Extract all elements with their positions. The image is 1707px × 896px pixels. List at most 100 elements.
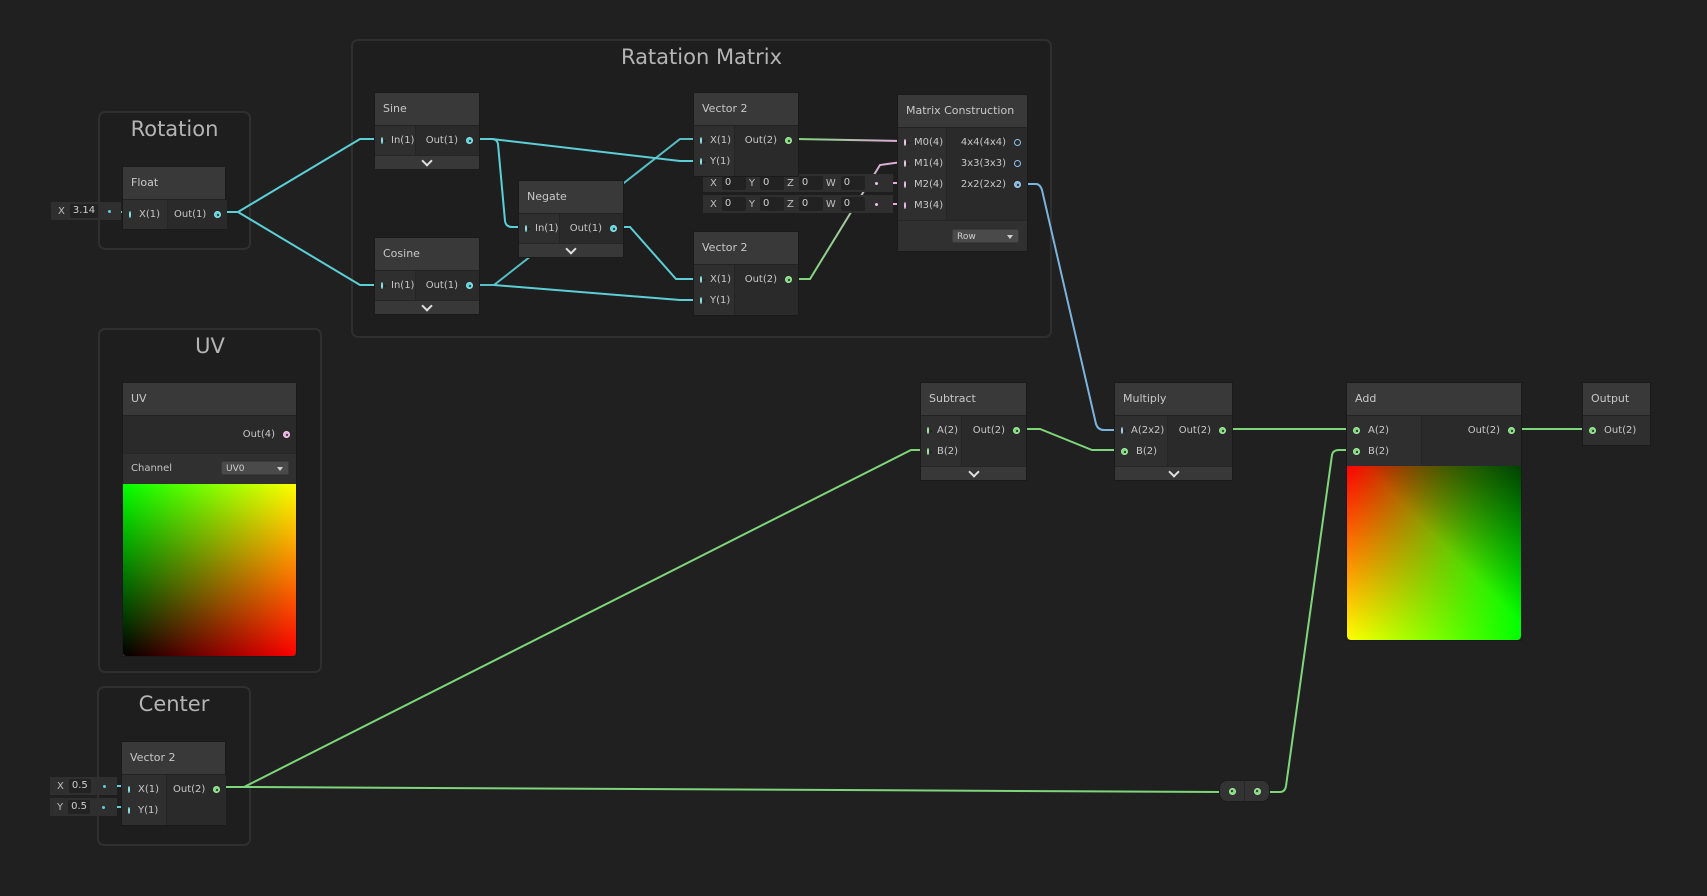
port-out[interactable]: Out(2) bbox=[735, 269, 798, 290]
port-out[interactable]: Out(2) bbox=[1422, 420, 1521, 441]
port-out[interactable]: Out(2) bbox=[735, 130, 798, 151]
port-label: In(1) bbox=[391, 135, 415, 146]
port-dot-icon bbox=[102, 784, 106, 788]
port-label: X(1) bbox=[138, 784, 160, 795]
field-value[interactable]: 3.14 bbox=[69, 204, 99, 218]
node-title: Vector 2 bbox=[694, 93, 798, 126]
port-label: Out(1) bbox=[425, 280, 458, 291]
port-m1-in[interactable]: M1(4) bbox=[898, 153, 946, 174]
port-a-in[interactable]: A(2) bbox=[921, 420, 961, 441]
node-float[interactable]: Float X(1) Out(1) bbox=[123, 167, 228, 229]
port-2x2-out[interactable]: 2x2(2x2) bbox=[947, 174, 1027, 195]
port-x-in[interactable]: X(1) bbox=[694, 269, 734, 290]
port-b-in[interactable]: B(2) bbox=[921, 441, 961, 462]
node-add[interactable]: Add A(2) B(2) Out(2) bbox=[1347, 383, 1521, 640]
redirect-out-icon[interactable] bbox=[1253, 787, 1261, 795]
port-b-in[interactable]: B(2) bbox=[1115, 441, 1167, 462]
node-title: Add bbox=[1347, 383, 1521, 416]
port-icon bbox=[700, 297, 705, 304]
port-out[interactable]: Out(1) bbox=[416, 130, 479, 151]
channel-dropdown[interactable]: UV0 bbox=[221, 461, 289, 475]
expand-toggle[interactable] bbox=[921, 465, 1026, 480]
port-out[interactable]: Out(2) bbox=[167, 779, 226, 800]
node-title: Negate bbox=[519, 181, 623, 214]
m2-x-value[interactable]: 0 bbox=[721, 176, 746, 190]
redirect-node[interactable] bbox=[1220, 781, 1269, 801]
port-out[interactable]: Out(2) bbox=[1168, 420, 1232, 441]
port-3x3-out[interactable]: 3x3(3x3) bbox=[947, 153, 1027, 174]
port-icon bbox=[1121, 427, 1126, 434]
center-x-field[interactable]: X 0.5 bbox=[50, 777, 117, 795]
port-icon bbox=[129, 211, 131, 218]
node-title: Multiply bbox=[1115, 383, 1232, 416]
port-in[interactable]: In(1) bbox=[375, 130, 415, 151]
node-vector2-top[interactable]: Vector 2 X(1) Y(1) Out(2) bbox=[694, 93, 798, 176]
m3-z-value[interactable]: 0 bbox=[798, 197, 823, 211]
uv-preview bbox=[123, 484, 296, 656]
port-label: Out(1) bbox=[569, 223, 602, 234]
node-center-vector2[interactable]: Vector 2 X(1) Y(1) Out(2) bbox=[122, 742, 227, 825]
port-label: M3(4) bbox=[914, 200, 944, 211]
port-a-in[interactable]: A(2) bbox=[1347, 420, 1421, 441]
group-title: Center bbox=[138, 692, 210, 716]
port-out[interactable]: Out(1) bbox=[168, 204, 227, 225]
port-x-in[interactable]: X(1) bbox=[123, 204, 167, 225]
port-out[interactable]: Out(1) bbox=[416, 275, 479, 296]
port-4x4-out[interactable]: 4x4(4x4) bbox=[947, 132, 1027, 153]
node-title: Vector 2 bbox=[694, 232, 798, 265]
center-y-field[interactable]: Y 0.5 bbox=[50, 798, 117, 816]
field-label: X bbox=[710, 177, 717, 189]
m3-w-value[interactable]: 0 bbox=[840, 197, 865, 211]
port-x-in[interactable]: X(1) bbox=[122, 779, 166, 800]
expand-toggle[interactable] bbox=[375, 154, 479, 169]
node-title: Sine bbox=[375, 93, 479, 126]
field-label: Z bbox=[786, 177, 794, 189]
field-value[interactable]: 0.5 bbox=[68, 779, 91, 793]
node-sine[interactable]: Sine In(1) Out(1) bbox=[375, 93, 479, 169]
node-uv[interactable]: UV Out(4) Channel UV0 bbox=[123, 383, 296, 656]
port-icon bbox=[904, 139, 909, 146]
port-in[interactable]: Out(2) bbox=[1583, 420, 1650, 441]
port-m3-in[interactable]: M3(4) bbox=[898, 195, 946, 216]
port-dot-icon bbox=[102, 805, 106, 809]
port-dot-icon bbox=[874, 202, 878, 206]
port-icon bbox=[1014, 181, 1021, 188]
node-subtract[interactable]: Subtract A(2) B(2) Out(2) bbox=[921, 383, 1026, 480]
redirect-in-icon[interactable] bbox=[1228, 787, 1236, 795]
port-m0-in[interactable]: M0(4) bbox=[898, 132, 946, 153]
expand-toggle[interactable] bbox=[519, 242, 623, 257]
port-out[interactable]: Out(2) bbox=[962, 420, 1026, 441]
node-matrix-construction[interactable]: Matrix Construction M0(4) M1(4) M2(4) M3… bbox=[898, 95, 1027, 251]
port-icon bbox=[1121, 448, 1128, 455]
node-vector2-bottom[interactable]: Vector 2 X(1) Y(1) Out(2) bbox=[694, 232, 798, 315]
m2-w-value[interactable]: 0 bbox=[840, 176, 865, 190]
matrix-mode-dropdown[interactable]: Row bbox=[952, 229, 1019, 243]
node-cosine[interactable]: Cosine In(1) Out(1) bbox=[375, 238, 479, 314]
port-x-in[interactable]: X(1) bbox=[694, 130, 734, 151]
float-x-field[interactable]: X 3.14 bbox=[51, 202, 121, 220]
port-out[interactable]: Out(1) bbox=[560, 218, 623, 239]
expand-toggle[interactable] bbox=[375, 299, 479, 314]
port-m2-in[interactable]: M2(4) bbox=[898, 174, 946, 195]
node-negate[interactable]: Negate In(1) Out(1) bbox=[519, 181, 623, 257]
m2-z-value[interactable]: 0 bbox=[798, 176, 823, 190]
port-icon bbox=[700, 276, 705, 283]
port-in[interactable]: In(1) bbox=[519, 218, 559, 239]
port-y-in[interactable]: Y(1) bbox=[694, 290, 734, 311]
node-output[interactable]: Output Out(2) bbox=[1583, 383, 1650, 445]
port-b-in[interactable]: B(2) bbox=[1347, 441, 1421, 462]
node-multiply[interactable]: Multiply A(2x2) B(2) Out(2) bbox=[1115, 383, 1232, 480]
port-y-in[interactable]: Y(1) bbox=[694, 151, 734, 172]
m3-x-value[interactable]: 0 bbox=[721, 197, 746, 211]
field-value[interactable]: 0.5 bbox=[68, 800, 91, 814]
node-title: Vector 2 bbox=[122, 742, 225, 775]
expand-toggle[interactable] bbox=[1115, 465, 1232, 480]
m3-y-value[interactable]: 0 bbox=[759, 197, 784, 211]
port-out[interactable]: Out(4) bbox=[123, 424, 296, 445]
m2-y-value[interactable]: 0 bbox=[759, 176, 784, 190]
port-a-in[interactable]: A(2x2) bbox=[1115, 420, 1167, 441]
port-y-in[interactable]: Y(1) bbox=[122, 800, 166, 821]
port-in[interactable]: In(1) bbox=[375, 275, 415, 296]
